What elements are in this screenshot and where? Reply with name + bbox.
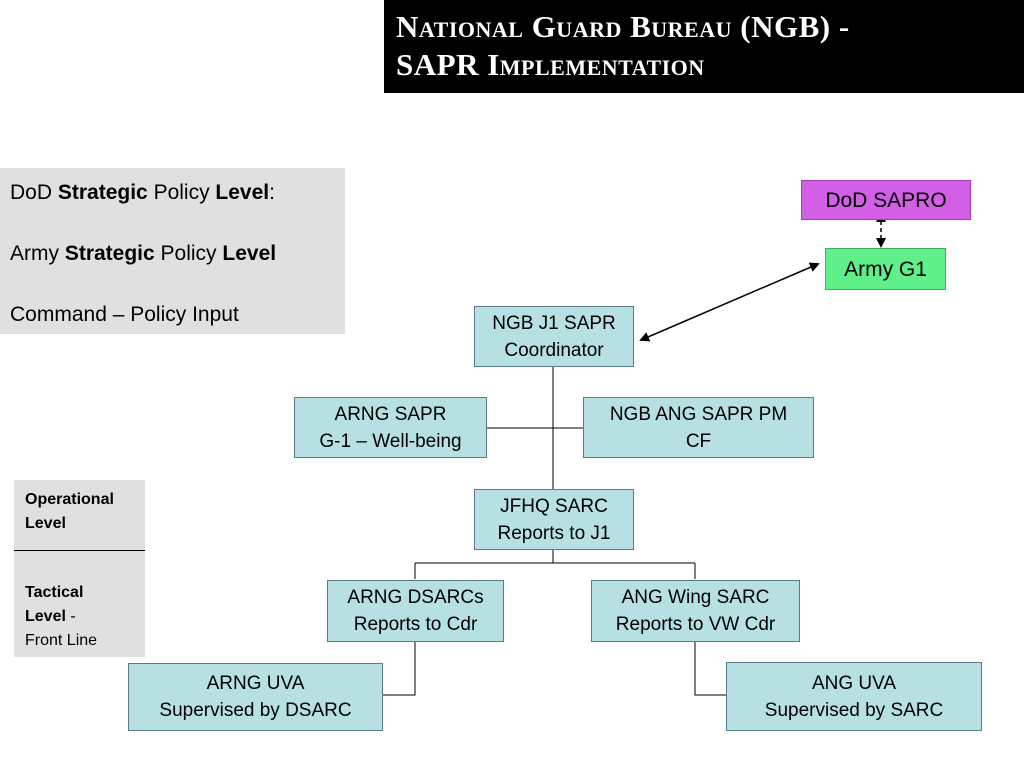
dod-colon: : (269, 181, 275, 204)
arng-uva-box: ARNG UVA Supervised by DSARC (128, 663, 383, 731)
arng-sapr-line-1: ARNG SAPR (334, 403, 447, 425)
arng-uva-line-1: ARNG UVA (206, 673, 305, 694)
ngb-ang-sapr-pm-box: NGB ANG SAPR PM CF (583, 397, 814, 458)
g1-ngb-arrow (639, 262, 820, 342)
ang-uva-line-1: ANG UVA (811, 672, 897, 694)
ang-uva-line-2: Supervised by SARC (764, 699, 944, 721)
jfhq-line-2: Reports to J1 (497, 522, 611, 544)
arng-sapr-box: ARNG SAPR G-1 – Well-being (294, 397, 487, 458)
operational-tactical-panel: Operational Level Tactical Level - Front… (14, 480, 145, 657)
army-g1-box: Army G1 (825, 248, 946, 290)
jfhq-line-1: JFHQ SARC (500, 495, 608, 517)
title-line-1: National Guard Bureau (NGB) - (396, 9, 850, 44)
ngb-j1-line-1: NGB J1 SAPR (492, 312, 616, 334)
arng-dsarcs-line-1: ARNG DSARCs (347, 587, 484, 608)
tactical-dash: - (65, 608, 76, 625)
ngb-j1-line-2: Coordinator (504, 339, 604, 361)
operational-label-1: Operational (25, 491, 114, 508)
ngb-ang-line-1: NGB ANG SAPR PM (609, 403, 788, 425)
title-line-2: SAPR Implementation (396, 47, 705, 82)
slide-title: National Guard Bureau (NGB) - SAPR Imple… (384, 0, 1024, 93)
army-prefix: Army (10, 242, 65, 265)
arng-dsarcs-line-2: Reports to Cdr (353, 614, 478, 635)
ang-wing-line-1: ANG Wing SARC (621, 587, 770, 608)
wing-uva-connector (694, 641, 726, 696)
ngb-j1-sapr-coordinator-box: NGB J1 SAPR Coordinator (474, 306, 634, 367)
dod-policy: Policy (147, 181, 216, 204)
command-policy-input: Command – Policy Input (10, 303, 239, 326)
ang-wing-sarc-box: ANG Wing SARC Reports to VW Cdr (591, 580, 800, 642)
operational-label-2: Level (25, 515, 66, 532)
arng-sapr-line-2: G-1 – Well-being (319, 430, 462, 452)
tactical-label: Tactical Level - Front Line (25, 581, 97, 653)
arng-uva-line-2: Supervised by DSARC (159, 700, 352, 721)
dod-level: Level (215, 181, 270, 204)
dod-sapro-box: DoD SAPRO (801, 180, 971, 220)
tactical-label-2: Level - (25, 605, 97, 629)
panel-divider (14, 550, 145, 551)
arng-dsarcs-box: ARNG DSARCs Reports to Cdr (327, 580, 504, 642)
ang-uva-box: ANG UVA Supervised by SARC (726, 662, 982, 731)
ngb-ang-line-2: CF (685, 430, 712, 452)
army-policy: Policy (154, 242, 223, 265)
tactical-label-3: Front Line (25, 632, 98, 649)
army-level: Level (222, 242, 277, 265)
tactical-level: Level (25, 608, 66, 625)
army-strategic-level: Army Strategic Policy Level (10, 239, 345, 269)
dod-strategic: Strategic (57, 181, 148, 204)
army-g1-label: Army G1 (844, 257, 927, 281)
ang-wing-line-2: Reports to VW Cdr (615, 614, 776, 635)
tactical-label-1: Tactical (25, 584, 84, 601)
dod-strategic-level: DoD Strategic Policy Level: (10, 178, 345, 208)
policy-levels-panel: DoD Strategic Policy Level: Army Strateg… (0, 168, 345, 334)
jfhq-sarc-box: JFHQ SARC Reports to J1 (474, 489, 634, 550)
army-strategic: Strategic (64, 242, 155, 265)
dod-prefix: DoD (10, 181, 58, 204)
dsarc-uva-connector (383, 641, 416, 696)
dod-sapro-label: DoD SAPRO (825, 188, 947, 212)
